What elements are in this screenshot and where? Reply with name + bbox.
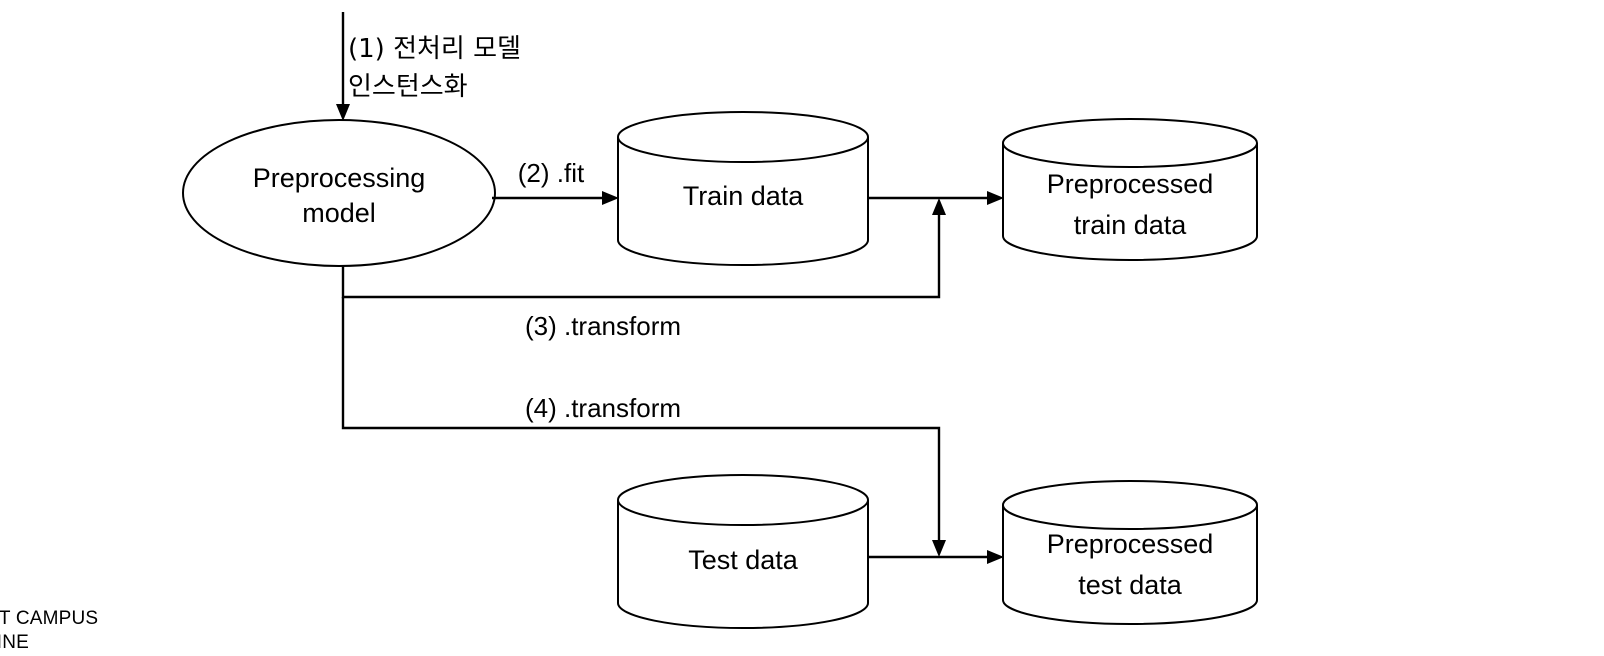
train-data-top <box>617 111 869 163</box>
preprocessed-test-data-body <box>1002 505 1258 625</box>
step-2-label: (2) .fit <box>518 158 585 188</box>
preprocessed-train-data-label-line2: train data <box>1074 210 1188 240</box>
step-3-arrowhead-icon <box>932 198 946 215</box>
step-1-arrowhead-icon <box>336 104 350 121</box>
preprocessing-model-ellipse <box>182 119 496 267</box>
train-to-preprocessed-train-arrowhead-icon <box>987 191 1004 205</box>
train-data-body <box>617 137 869 266</box>
preprocessing-model-label-line2: model <box>302 198 376 228</box>
train-data-label: Train data <box>683 181 805 211</box>
preprocessed-test-data-label-line2: test data <box>1078 570 1183 600</box>
test-data-top <box>617 474 869 526</box>
node-preprocessing-model: Preprocessing model <box>182 119 496 267</box>
step-4-arrowhead-icon <box>932 540 946 557</box>
footer-line-1: ST CAMPUS <box>0 608 98 629</box>
edge-test-to-preprocessed-test <box>868 550 1004 564</box>
step-4-label: (4) .transform <box>525 393 681 423</box>
step-3-line <box>341 210 941 299</box>
node-preprocessed-test-data: Preprocessed test data <box>1002 480 1258 625</box>
node-train-data: Train data <box>617 111 869 266</box>
footer-watermark: ST CAMPUS LINE <box>0 608 98 653</box>
edge-step-3 <box>341 198 946 299</box>
step-1-label-line2: 인스턴스화 <box>348 72 468 102</box>
test-to-preprocessed-test-arrowhead-icon <box>987 550 1004 564</box>
edge-step-4 <box>341 297 946 557</box>
step-3-label: (3) .transform <box>525 311 681 341</box>
preprocessed-test-data-top <box>1002 480 1258 530</box>
test-data-label: Test data <box>688 545 799 575</box>
step-1-label-line1: (1) 전처리 모델 <box>348 34 521 64</box>
preprocessing-model-label-line1: Preprocessing <box>253 163 426 193</box>
step-2-arrowhead-icon <box>602 191 619 205</box>
preprocessed-test-data-label-line1: Preprocessed <box>1047 529 1214 559</box>
edge-step-2 <box>492 191 619 205</box>
footer-line-2: LINE <box>0 632 29 653</box>
node-test-data: Test data <box>617 474 869 629</box>
preprocessed-train-data-top <box>1002 118 1258 168</box>
step-4-line <box>341 297 941 545</box>
test-data-body <box>617 500 869 629</box>
preprocessed-train-data-body <box>1002 143 1258 261</box>
node-preprocessed-train-data: Preprocessed train data <box>1002 118 1258 261</box>
preprocessed-train-data-label-line1: Preprocessed <box>1047 169 1214 199</box>
edge-train-to-preprocessed-train <box>868 191 1004 205</box>
edge-step-1 <box>336 12 350 121</box>
